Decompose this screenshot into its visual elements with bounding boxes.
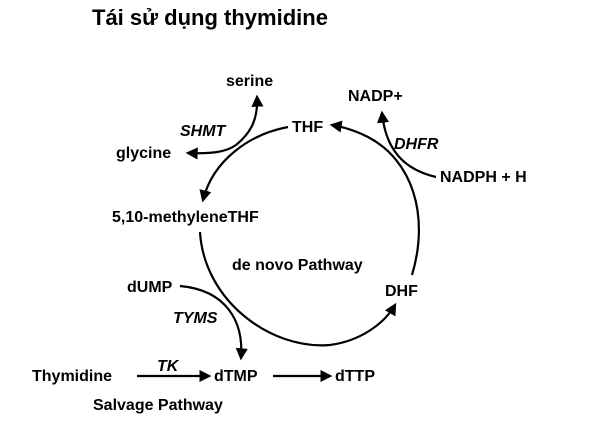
diagram-title: Tái sử dụng thymidine: [92, 5, 328, 30]
shmt-glycine-branch-arrow: [185, 144, 237, 160]
tyms-dump-to-dtmp-arrow: [179, 284, 248, 361]
cycle-arc-thf-to-methylene-thf: [199, 125, 289, 203]
tyms-enzyme-label: TYMS: [173, 310, 218, 327]
glycine-label: glycine: [116, 145, 171, 162]
nadph-label: NADPH + H: [440, 169, 527, 186]
salvage-pathway-label: Salvage Pathway: [93, 397, 223, 414]
de-novo-pathway-label: de novo Pathway: [232, 257, 363, 274]
dhf-label: DHF: [385, 283, 418, 300]
cycle-arc-dhf-to-thf: [329, 120, 420, 276]
dtmp-label: dTMP: [214, 368, 258, 385]
shmt-enzyme-label: SHMT: [180, 123, 227, 140]
shmt-serine-branch-arrow: [235, 94, 264, 146]
nadp-label: NADP+: [348, 88, 403, 105]
thf-label: THF: [292, 119, 323, 136]
serine-label: serine: [226, 73, 273, 90]
tk-enzyme-label: TK: [157, 358, 180, 375]
thymidine-label: Thymidine: [32, 368, 112, 385]
dump-label: dUMP: [127, 279, 173, 296]
dttp-label: dTTP: [335, 368, 375, 385]
dhfr-nadph-to-nadp-arrow: [376, 110, 437, 179]
cycle-arc-methylene-thf-to-dhf: [198, 231, 397, 347]
methylene-thf-label: 5,10-methyleneTHF: [112, 209, 259, 226]
dhfr-enzyme-label: DHFR: [394, 136, 439, 153]
